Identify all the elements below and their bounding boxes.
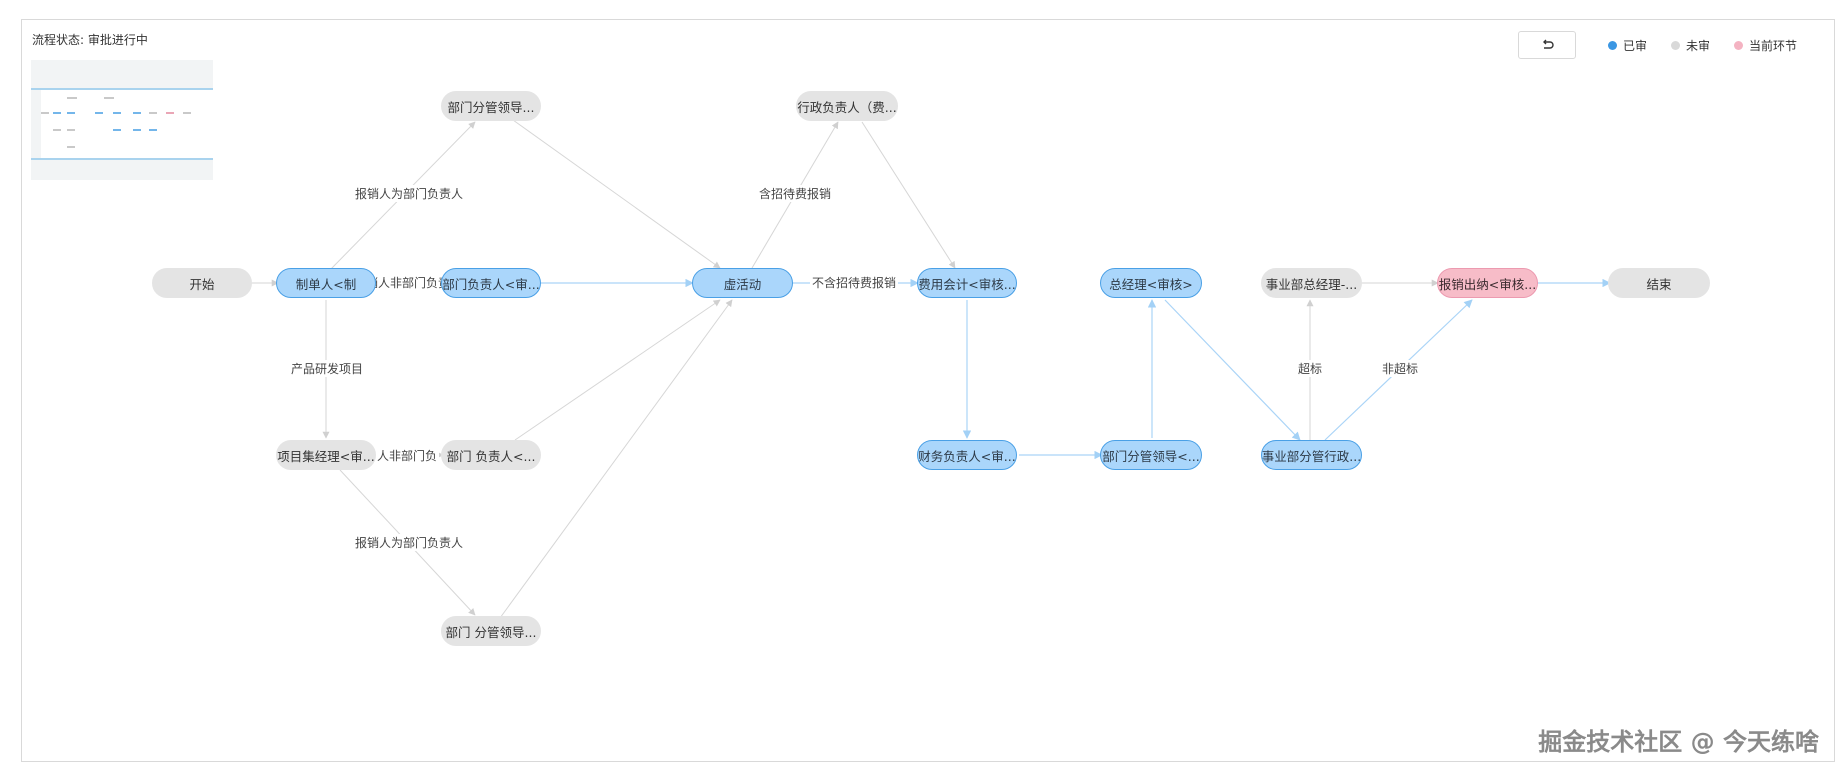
minimap-node bbox=[133, 129, 141, 131]
node-cashier[interactable]: 报销出纳<审核... bbox=[1437, 268, 1538, 298]
legend-approved: 已审 bbox=[1607, 37, 1647, 54]
reset-button[interactable] bbox=[1517, 31, 1576, 59]
edge-label-maker-depthead: 报销人非部门负责 bbox=[352, 274, 453, 291]
edge-label-project-depthead2: 人非部门负 bbox=[375, 447, 440, 464]
node-dept-head[interactable]: 部门负责人<审... bbox=[441, 268, 541, 298]
minimap-nodes bbox=[41, 97, 191, 148]
node-virtual-activity[interactable]: 虚活动 bbox=[692, 268, 793, 298]
minimap-node bbox=[183, 112, 191, 114]
node-end[interactable]: 结束 bbox=[1608, 268, 1710, 298]
legend-dot-approved bbox=[1607, 40, 1617, 50]
minimap-node bbox=[53, 129, 61, 131]
legend-label-pending: 未审 bbox=[1685, 38, 1710, 53]
node-maker[interactable]: 制单人<制 bbox=[276, 268, 376, 298]
watermark: 掘金技术社区 @ 今天练啥 bbox=[1538, 728, 1819, 756]
legend-dot-pending bbox=[1670, 40, 1680, 50]
minimap-node bbox=[113, 129, 121, 131]
node-dept-head-2[interactable]: 部门 负责人<... bbox=[441, 440, 541, 470]
edge-label-maker-sublead: 报销人为部门负责人 bbox=[353, 185, 466, 202]
minimap-node bbox=[113, 112, 121, 114]
minimap-viewport-bottom bbox=[31, 158, 213, 160]
legend-dot-current bbox=[1733, 40, 1743, 50]
edge-gm-buadmin bbox=[1164, 299, 1301, 441]
minimap-node bbox=[104, 97, 114, 99]
minimap[interactable] bbox=[31, 60, 213, 180]
edge-label-virtual-expense: 不含招待费报销 bbox=[810, 274, 899, 291]
node-bu-general-manager[interactable]: 事业部总经理-... bbox=[1261, 268, 1362, 298]
minimap-node bbox=[149, 112, 157, 114]
node-project-manager[interactable]: 项目集经理<审... bbox=[276, 440, 376, 470]
node-admin-head[interactable]: 行政负责人（费... bbox=[796, 91, 898, 121]
minimap-viewport-top bbox=[31, 88, 213, 90]
minimap-preview bbox=[31, 88, 213, 160]
process-status: 流程状态: 审批进行中 bbox=[32, 33, 148, 47]
edge-sublead-bottom-virtual bbox=[499, 299, 733, 619]
minimap-node bbox=[67, 97, 77, 99]
node-finance-head[interactable]: 财务负责人<审... bbox=[917, 440, 1017, 470]
edge-sublead-virtual bbox=[512, 119, 721, 269]
diagram-frame bbox=[21, 19, 1835, 762]
undo-icon bbox=[1542, 39, 1554, 49]
legend-pending: 未审 bbox=[1670, 37, 1710, 54]
legend-label-current: 当前环节 bbox=[1748, 38, 1797, 53]
minimap-node bbox=[133, 112, 141, 114]
minimap-node bbox=[41, 112, 49, 114]
node-dept-sub-lead-mid[interactable]: 部门分管领导<... bbox=[1100, 440, 1202, 470]
edge-label-maker-project: 产品研发项目 bbox=[289, 360, 366, 377]
minimap-node bbox=[53, 112, 61, 114]
minimap-node bbox=[166, 112, 174, 114]
minimap-node bbox=[67, 129, 75, 131]
minimap-node bbox=[67, 146, 75, 148]
minimap-node bbox=[67, 112, 75, 114]
minimap-node bbox=[149, 129, 157, 131]
node-expense-accountant[interactable]: 费用会计<审核... bbox=[917, 268, 1017, 298]
edge-admin-expense bbox=[861, 121, 956, 269]
minimap-node bbox=[95, 112, 103, 114]
legend-label-approved: 已审 bbox=[1622, 38, 1647, 53]
node-bu-admin[interactable]: 事业部分管行政... bbox=[1261, 440, 1362, 470]
node-dept-sub-lead-top[interactable]: 部门分管领导... bbox=[441, 91, 541, 121]
node-dept-sub-lead-bottom[interactable]: 部门 分管领导... bbox=[441, 616, 541, 646]
edge-label-virtual-admin: 含招待费报销 bbox=[757, 185, 834, 202]
edge-depthead2-virtual bbox=[514, 299, 721, 441]
legend: 已审 未审 当前环节 bbox=[1517, 30, 1809, 60]
legend-current: 当前环节 bbox=[1733, 37, 1797, 54]
node-start[interactable]: 开始 bbox=[152, 268, 252, 298]
edge-label-project-sublead-bottom: 报销人为部门负责人 bbox=[353, 534, 466, 551]
edge-label-buadmin-cashier: 非超标 bbox=[1380, 360, 1421, 377]
edge-label-buadmin-bugm: 超标 bbox=[1296, 360, 1325, 377]
node-general-manager[interactable]: 总经理<审核> bbox=[1100, 268, 1202, 298]
